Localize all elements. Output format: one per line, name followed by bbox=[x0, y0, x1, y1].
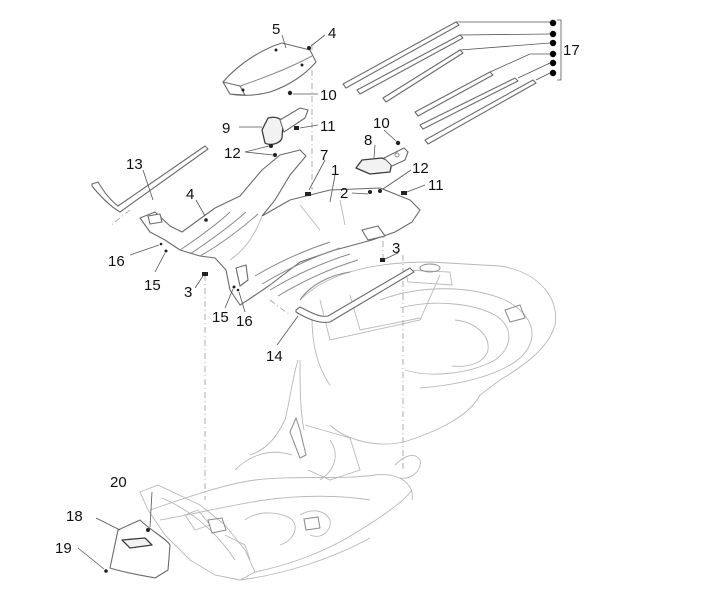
callout-20[interactable]: 20 bbox=[110, 474, 127, 491]
clip-20 bbox=[146, 528, 150, 532]
callout-3[interactable]: 3 bbox=[392, 240, 400, 257]
screw-2 bbox=[368, 190, 372, 194]
part-1-floor-panel[interactable] bbox=[139, 149, 421, 306]
leader-lines bbox=[77, 19, 562, 570]
callout-18[interactable]: 18 bbox=[66, 508, 83, 525]
callout-3[interactable]: 3 bbox=[184, 284, 192, 301]
screw-10-right bbox=[395, 140, 401, 146]
screw-12-right bbox=[378, 189, 382, 193]
part-14-right-trim-strip[interactable] bbox=[295, 267, 415, 323]
clip-11-top bbox=[294, 126, 299, 130]
washer-16-left bbox=[159, 242, 163, 246]
screw-12-top-b bbox=[273, 153, 277, 157]
screw-15-bottom bbox=[232, 285, 236, 289]
scooter-frame bbox=[139, 261, 557, 581]
part-17-rubber-strips[interactable] bbox=[342, 21, 537, 145]
part-13-left-trim-strip[interactable] bbox=[91, 145, 209, 213]
callout-9[interactable]: 9 bbox=[222, 120, 230, 137]
fasteners bbox=[104, 46, 407, 573]
callout-13[interactable]: 13 bbox=[126, 156, 143, 173]
callout-2[interactable]: 2 bbox=[340, 185, 348, 202]
callout-12[interactable]: 12 bbox=[412, 160, 429, 177]
callout-labels: 5 4 10 9 11 12 7 1 10 8 12 2 11 13 4 16 … bbox=[55, 21, 580, 557]
callout-19[interactable]: 19 bbox=[55, 540, 72, 557]
callout-4[interactable]: 4 bbox=[328, 25, 336, 42]
callout-12[interactable]: 12 bbox=[224, 145, 241, 162]
callout-7[interactable]: 7 bbox=[320, 147, 328, 164]
screw-12-top-a bbox=[269, 144, 273, 148]
screw-4-top bbox=[307, 46, 311, 50]
screw-19 bbox=[104, 569, 108, 573]
callout-15[interactable]: 15 bbox=[212, 309, 229, 326]
callout-16[interactable]: 16 bbox=[236, 313, 253, 330]
callout-10[interactable]: 10 bbox=[373, 115, 390, 132]
clip-3-right bbox=[380, 258, 385, 262]
callout-16[interactable]: 16 bbox=[108, 253, 125, 270]
callout-8[interactable]: 8 bbox=[364, 132, 372, 149]
clip-11-right bbox=[401, 191, 407, 195]
callout-15[interactable]: 15 bbox=[144, 277, 161, 294]
callout-11[interactable]: 11 bbox=[320, 118, 336, 135]
part-9-left-bracket-cover[interactable] bbox=[261, 107, 309, 145]
screw-15-left bbox=[164, 249, 168, 253]
callout-14[interactable]: 14 bbox=[266, 348, 283, 365]
clip-7 bbox=[305, 192, 311, 196]
callout-4[interactable]: 4 bbox=[186, 186, 194, 203]
part-8-right-bracket-cover[interactable] bbox=[355, 147, 409, 175]
callout-11[interactable]: 11 bbox=[428, 177, 444, 194]
callout-10[interactable]: 10 bbox=[320, 87, 337, 104]
screw-10-top bbox=[287, 90, 293, 96]
part-17-callout-dots bbox=[549, 19, 557, 77]
screw-4-left bbox=[204, 218, 208, 222]
washer-16-bottom bbox=[236, 288, 240, 292]
clip-3-left bbox=[202, 272, 208, 276]
callout-5[interactable]: 5 bbox=[272, 21, 280, 38]
callout-17[interactable]: 17 bbox=[563, 42, 580, 59]
callout-1[interactable]: 1 bbox=[331, 162, 339, 179]
part-5-upper-cover[interactable] bbox=[222, 42, 317, 96]
part-18-front-lower-cover[interactable] bbox=[109, 519, 171, 579]
